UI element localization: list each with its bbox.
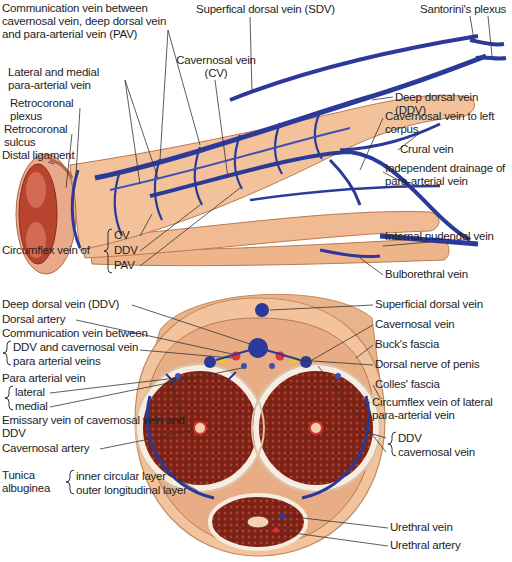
leader-line — [360, 258, 383, 275]
cavernosal-artery — [194, 422, 206, 434]
part-label: para arterial veins — [13, 355, 183, 368]
part-label: Urethral vein — [390, 521, 510, 534]
leader-line — [312, 325, 373, 360]
glans-cut-surface — [26, 172, 46, 208]
bracket — [104, 229, 112, 273]
part-label: Santorini's plexus — [420, 3, 512, 16]
circumflex-vein — [147, 396, 214, 498]
para-arterial-vein — [269, 363, 275, 369]
leader-line — [470, 16, 492, 56]
tunica-outer-layer — [252, 364, 380, 492]
urethral-vein — [279, 513, 285, 519]
corpus-cavernosum — [256, 368, 376, 488]
santorini-plexus — [470, 40, 506, 59]
skin-colles-fascia — [135, 298, 385, 556]
bulborethral-vein — [320, 250, 380, 257]
part-label: inner circular layer — [76, 470, 206, 483]
independent-drainage — [250, 186, 440, 200]
leader-line — [383, 242, 430, 246]
part-label: Lateral and medial para-arterial vein — [8, 66, 126, 92]
part-label: Emissary vein of cavernosal vein and DDV — [2, 414, 187, 440]
part-label: Distal ligament — [2, 149, 102, 162]
part-label: Tunica albuginea — [2, 469, 68, 495]
part-label: Dorsal artery — [2, 313, 162, 326]
leader-line — [140, 350, 232, 358]
part-label: DDV — [114, 244, 154, 257]
deep-dorsal-vein — [248, 338, 268, 358]
part-label: Circumflex vein of lateral para-arterial… — [372, 396, 512, 422]
part-label: Deep dorsal vein (DDV) — [2, 298, 162, 311]
part-label: Cavernosal vein (CV) — [176, 54, 256, 80]
emissary-vein — [166, 372, 236, 384]
leader-line — [270, 305, 373, 310]
part-label: Cavernosal artery — [2, 442, 162, 455]
part-label: Colles' fascia — [375, 378, 512, 391]
leader-line — [362, 402, 370, 408]
part-label: Cavernosal vein — [375, 318, 512, 331]
superficial-dorsal-vein — [255, 303, 269, 317]
leader-line — [298, 360, 373, 365]
retrocoronal-plexus — [72, 170, 80, 248]
part-label: Urethral artery — [390, 539, 510, 552]
part-label: Cavernosal vein to left corpus — [385, 110, 512, 136]
circumflex-vein — [155, 159, 162, 220]
part-label: Buck's fascia — [375, 338, 512, 351]
leader-line — [279, 531, 388, 546]
leader-line — [160, 30, 200, 160]
part-label: Dorsal nerve of penis — [375, 358, 512, 371]
cavernosal-vein — [204, 356, 216, 368]
bracket — [66, 470, 74, 494]
part-label: CV — [114, 229, 154, 242]
part-label: Retrocoronal plexus — [10, 97, 90, 123]
circumflex-vein — [235, 135, 242, 189]
part-label: DDV — [398, 432, 498, 445]
urethra — [247, 516, 269, 528]
leader-line — [360, 118, 383, 170]
part-label: lateral — [15, 386, 75, 399]
part-label: Independent drainage of para-arterial ve… — [385, 162, 512, 188]
part-label: Communication vein between cavernosal ve… — [2, 2, 170, 41]
part-label: Para arterial vein — [2, 372, 162, 385]
superficial-dorsal-vein — [230, 36, 478, 100]
circumflex-vein — [302, 396, 369, 498]
circumflex-vein — [195, 147, 202, 205]
leader-line — [100, 430, 194, 449]
leader-line — [170, 378, 182, 420]
part-label: Circumflex vein of — [2, 244, 106, 257]
circumflex-vein — [275, 123, 282, 174]
leader-line — [132, 305, 250, 344]
bracket — [5, 386, 13, 410]
circumflex-vein — [115, 171, 122, 236]
leader-line — [286, 516, 388, 528]
part-label: DDV and cavernosal vein — [13, 341, 183, 354]
part-label: outer longitudinal layer — [76, 484, 206, 497]
communication-vein — [216, 350, 300, 360]
urethral-artery — [274, 528, 279, 533]
leader-line — [215, 80, 228, 178]
part-label: Superficial dorsal vein — [375, 298, 512, 311]
part-label: cavernosal vein — [398, 446, 508, 459]
bracket — [388, 432, 396, 456]
leader-line — [372, 97, 393, 100]
leader-line — [140, 188, 240, 266]
corpus-spongiosum — [210, 495, 306, 549]
bracket — [3, 341, 11, 365]
leader-line — [125, 80, 158, 184]
leader-line — [356, 345, 373, 358]
cavernosal-vein — [300, 356, 312, 368]
part-label: PAV — [114, 259, 154, 272]
cavernosal-artery — [310, 422, 322, 434]
part-label: medial — [15, 400, 75, 413]
part-label: Crural vein — [400, 143, 500, 156]
part-label: Retrocoronal sulcus — [4, 123, 84, 149]
part-label: Internal pudendal vein — [385, 230, 510, 243]
part-label: Superfical dorsal vein (SDV) — [196, 3, 396, 16]
leader-line — [48, 162, 54, 164]
cavernosal-vein-left — [330, 160, 360, 205]
para-arterial-vein — [110, 128, 350, 190]
part-label: Bulborethral vein — [385, 268, 510, 281]
para-arterial-vein — [335, 373, 341, 379]
part-label: Communication vein between — [2, 327, 172, 340]
leader-line — [76, 108, 80, 175]
